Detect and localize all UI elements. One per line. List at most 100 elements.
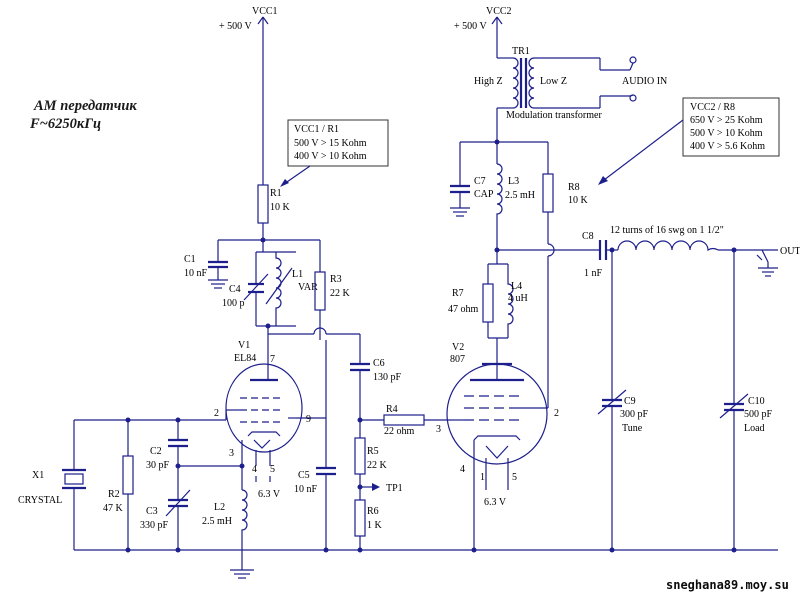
r1-value: 10 K xyxy=(270,202,291,213)
c8-value: 1 nF xyxy=(584,268,603,279)
c2-value: 30 pF xyxy=(146,460,170,471)
watermark-bg xyxy=(662,575,800,593)
c9-value: 300 pF xyxy=(620,409,649,420)
r7-ref: R7 xyxy=(452,288,464,299)
r4-value: 22 ohm xyxy=(384,426,415,437)
r1-note-header: VCC1 / R1 xyxy=(294,124,339,135)
v1-pin3: 3 xyxy=(229,448,234,459)
resistor-r5: R5 22 K xyxy=(354,420,388,500)
c6-ref: C6 xyxy=(373,358,385,369)
crystal-x1: X1 CRYSTAL xyxy=(18,420,86,550)
resistor-r1: R1 10 K xyxy=(257,184,291,240)
r1-ref: R1 xyxy=(270,188,282,199)
v2-pin1: 1 xyxy=(480,472,485,483)
v2-pin2: 2 xyxy=(554,408,559,419)
vcc2-supply: VCC2 + 500 V xyxy=(454,6,512,58)
resistor-r3: R3 22 K xyxy=(290,239,351,326)
v1-heater: 6.3 V xyxy=(258,489,281,500)
v1-pin9: 9 xyxy=(306,414,311,425)
resistor-r6: R6 1 K xyxy=(354,499,383,550)
v2-pin4: 4 xyxy=(460,464,465,475)
out-label: OUT xyxy=(780,246,800,257)
r2-value: 47 K xyxy=(103,503,124,514)
capacitor-c7: C7 CAP xyxy=(450,142,494,217)
tr1-secondary-label: Low Z xyxy=(540,76,567,87)
capacitor-c9: C9 300 pF Tune xyxy=(597,250,649,550)
c3-ref: C3 xyxy=(146,506,158,517)
tube-v2: V2 807 2 3 4 1 5 6.3 V xyxy=(436,342,559,550)
vcc1-supply: VCC1 + 500 V xyxy=(219,6,278,185)
l4-value: 4 uH xyxy=(508,293,528,304)
c7-value: CAP xyxy=(474,189,494,200)
capacitor-c1: C1 10 nF xyxy=(184,240,228,289)
vcc2-value: + 500 V xyxy=(454,21,487,32)
c4-ref: C4 xyxy=(229,284,241,295)
l3-ref: L3 xyxy=(508,176,519,187)
c10-role: Load xyxy=(744,423,765,434)
resistor-r8: R8 10 K xyxy=(542,142,589,408)
r8-note-line1: 650 V > 25 Kohm xyxy=(690,115,763,126)
r7-value: 47 ohm xyxy=(448,304,479,315)
r3-value: 22 K xyxy=(330,288,351,299)
tp1-ref: TP1 xyxy=(386,483,403,494)
l1-value: VAR xyxy=(298,282,318,293)
c9-ref: C9 xyxy=(624,396,636,407)
r5-value: 22 K xyxy=(367,460,388,471)
transformer-tr1: TR1 High Z Low Z Modulation transformer … xyxy=(474,46,667,121)
capacitor-c8: C8 1 nF xyxy=(582,231,618,279)
c9-role: Tune xyxy=(622,423,643,434)
r4-ref: R4 xyxy=(386,404,398,415)
title-line1: AM передатчик xyxy=(33,98,137,114)
tr1-ref: TR1 xyxy=(512,46,530,57)
r8-note-line3: 400 V > 5.6 Kohm xyxy=(690,141,765,152)
v2-pin5: 5 xyxy=(512,472,517,483)
v2-heater: 6.3 V xyxy=(484,497,507,508)
audio-in-label: AUDIO IN xyxy=(622,76,667,87)
x1-ref: X1 xyxy=(32,470,44,481)
r2-ref: R2 xyxy=(108,489,120,500)
l3-value: 2.5 mH xyxy=(505,190,535,201)
r1-note-line2: 400 V > 10 Kohm xyxy=(294,151,367,162)
v2-type: 807 xyxy=(450,354,465,365)
output-terminal: OUT xyxy=(756,246,800,277)
r6-value: 1 K xyxy=(367,520,383,531)
v1-pin5: 5 xyxy=(270,464,275,475)
output-coil: 12 turns of 16 swg on 1 1/2" xyxy=(609,225,778,253)
capacitor-c5: C5 10 nF xyxy=(294,466,336,550)
r6-ref: R6 xyxy=(367,506,379,517)
c1-ref: C1 xyxy=(184,254,196,265)
v1-ref: V1 xyxy=(238,340,250,351)
v1-pin7: 7 xyxy=(270,354,275,365)
v2-pin3: 3 xyxy=(436,424,441,435)
c2-ref: C2 xyxy=(150,446,162,457)
v1-pin4: 4 xyxy=(252,464,257,475)
c1-value: 10 nF xyxy=(184,268,208,279)
c7-ref: C7 xyxy=(474,176,486,187)
v2-ref: V2 xyxy=(452,342,464,353)
inductor-l3: L3 2.5 mH xyxy=(496,142,535,250)
resistor-r2: R2 47 K xyxy=(103,420,134,550)
tr1-caption: Modulation transformer xyxy=(506,110,602,121)
c4-value: 100 p xyxy=(222,298,245,309)
title-line2: F~6250кГц xyxy=(29,116,101,132)
c8-ref: C8 xyxy=(582,231,594,242)
r5-ref: R5 xyxy=(367,446,379,457)
x1-value: CRYSTAL xyxy=(18,495,62,506)
vcc1-name: VCC1 xyxy=(252,6,278,17)
r8-value: 10 K xyxy=(568,195,589,206)
l2-ref: L2 xyxy=(214,502,225,513)
l2-value: 2.5 mH xyxy=(202,516,232,527)
tank-c4-l1: C4 100 p L1 VAR xyxy=(222,240,318,327)
ground-symbol-main xyxy=(230,550,254,579)
capacitor-c3: C3 330 pF xyxy=(140,489,191,550)
title-panel xyxy=(28,92,202,158)
capacitor-c10: C10 500 pF Load xyxy=(719,250,773,550)
c5-value: 10 nF xyxy=(294,484,318,495)
r8-ref: R8 xyxy=(568,182,580,193)
tube-v1: V1 EL84 7 9 2 3 4 5 6.3 V xyxy=(214,340,311,500)
r8-note-header: VCC2 / R8 xyxy=(690,102,735,113)
inductor-l2: L2 2.5 mH xyxy=(202,466,248,550)
r8-note-line2: 500 V > 10 Kohm xyxy=(690,128,763,139)
tr1-primary-label: High Z xyxy=(474,76,503,87)
